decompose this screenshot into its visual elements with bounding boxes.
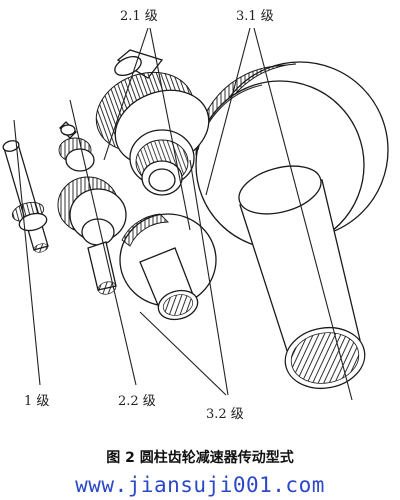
label-stage-2-2: 2.2 级 [118, 394, 156, 409]
gear-stage-2-2 [57, 176, 127, 295]
gear-stage-1 [2, 140, 49, 253]
label-stage-1: 1 级 [24, 394, 49, 409]
label-stage-2-1: 2.1 级 [120, 9, 158, 24]
gear-stage-3-2 [119, 213, 217, 321]
label-stage-3-1: 3.1 级 [236, 9, 274, 24]
label-stage-3-2: 3.2 级 [206, 407, 244, 422]
figure-caption: 图 2 圆柱齿轮减速器传动型式 [106, 449, 294, 466]
leader-lines [13, 27, 353, 401]
watermark-url: www.jiansuji001.com [75, 473, 325, 497]
gear-stage-2-1 [95, 49, 210, 196]
